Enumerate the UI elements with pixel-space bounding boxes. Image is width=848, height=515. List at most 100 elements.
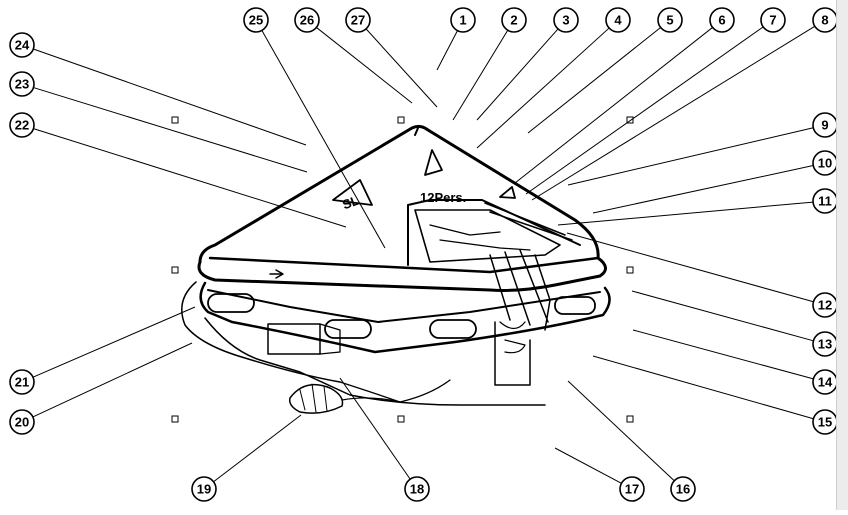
callout-circle (404, 476, 430, 502)
handle-e[interactable] (626, 266, 634, 274)
callout-leader-line (476, 27, 610, 149)
callout-number: 7 (769, 13, 776, 28)
callout-21: 21 (9, 306, 196, 395)
callout-leader-line (213, 414, 302, 483)
callout-27: 27 (345, 7, 438, 108)
callout-circle (243, 7, 269, 33)
callout-leader-line (567, 127, 814, 186)
callout-leader-line (567, 380, 675, 482)
callout-number: 10 (818, 156, 832, 171)
liferaft-illustration: SL 12Pers. (181, 124, 611, 414)
handle-w[interactable] (171, 266, 179, 274)
callout-26: 26 (294, 7, 413, 104)
logo-text: SL (340, 193, 361, 213)
selection-handles[interactable] (171, 116, 634, 423)
callout-circle (191, 476, 217, 502)
handle-ne[interactable] (626, 116, 634, 124)
callout-25: 25 (243, 7, 386, 249)
callout-number: 26 (300, 13, 314, 28)
callout-3: 3 (476, 7, 579, 121)
callout-circle (345, 7, 371, 33)
callout-leader-line (592, 165, 814, 214)
callout-number: 24 (15, 38, 30, 53)
handle-se[interactable] (626, 415, 634, 423)
callout-number: 14 (818, 375, 833, 390)
handle-n[interactable] (397, 116, 405, 124)
callout-leader-line (32, 306, 196, 378)
callout-circle (670, 476, 696, 502)
callout-19: 19 (191, 414, 302, 502)
callout-1: 1 (436, 7, 476, 71)
callout-number: 19 (197, 482, 211, 497)
callout-circle (605, 7, 631, 33)
callout-leader-line (33, 48, 307, 146)
callout-circle (657, 7, 683, 33)
handle-s[interactable] (397, 415, 405, 423)
callout-leader-line (527, 27, 661, 134)
callout-22: 22 (9, 112, 347, 228)
callout-number: 23 (15, 77, 29, 92)
callout-leader-line (566, 232, 814, 303)
vertical-scrollbar[interactable] (836, 0, 848, 510)
callout-12: 12 (566, 232, 838, 318)
callout-leader-line (531, 25, 816, 201)
callout-20: 20 (9, 342, 193, 435)
callout-leader-line (365, 28, 438, 108)
callout-number: 17 (625, 482, 639, 497)
callout-leader-line (436, 30, 458, 71)
callout-leader-line (525, 26, 764, 195)
callout-number: 11 (818, 194, 832, 209)
callout-leader-line (632, 329, 814, 380)
callout-leader-line (32, 342, 193, 418)
callout-number: 6 (718, 13, 725, 28)
callout-leader-line (316, 27, 413, 104)
callout-11: 11 (557, 188, 838, 226)
callout-number: 9 (821, 118, 828, 133)
callout-circle (760, 7, 786, 33)
callout-number: 2 (510, 13, 517, 28)
callout-circle (9, 32, 35, 58)
callout-24: 24 (9, 32, 307, 146)
callout-number: 13 (818, 337, 832, 352)
callout-circle (9, 71, 35, 97)
callout-circle (619, 476, 645, 502)
manufacturer-logo: SL (332, 179, 373, 213)
handle-nw[interactable] (171, 116, 179, 124)
callout-circle (709, 7, 735, 33)
callout-7: 7 (525, 7, 786, 195)
callout-leader-line (554, 447, 622, 484)
capacity-label: 12Pers. (420, 190, 466, 205)
callout-number: 4 (614, 13, 622, 28)
callout-18: 18 (339, 377, 430, 502)
callout-number: 16 (676, 482, 690, 497)
callout-leader-line (557, 201, 814, 226)
callout-circle (294, 7, 320, 33)
callout-number: 1 (459, 13, 466, 28)
callout-number: 12 (818, 298, 832, 313)
callout-number: 25 (249, 13, 263, 28)
callout-number: 5 (666, 13, 673, 28)
callout-leader-line (476, 28, 559, 121)
callout-leader-line (592, 355, 814, 420)
callout-17: 17 (554, 447, 645, 502)
callout-circle (553, 7, 579, 33)
callout-14: 14 (632, 329, 838, 395)
callout-23: 23 (9, 71, 308, 173)
callout-13: 13 (631, 290, 838, 357)
callout-number: 3 (562, 13, 569, 28)
callout-number: 18 (410, 482, 424, 497)
callout-number: 22 (15, 118, 29, 133)
callout-8: 8 (531, 7, 838, 201)
callout-number: 27 (351, 13, 365, 28)
callout-16: 16 (567, 380, 696, 502)
callout-15: 15 (592, 355, 838, 435)
callout-leader-line (33, 128, 347, 228)
handle-sw[interactable] (171, 415, 179, 423)
callout-circle (450, 7, 476, 33)
callout-6: 6 (514, 7, 735, 184)
callout-9: 9 (567, 112, 838, 186)
callout-leader-line (631, 290, 814, 342)
